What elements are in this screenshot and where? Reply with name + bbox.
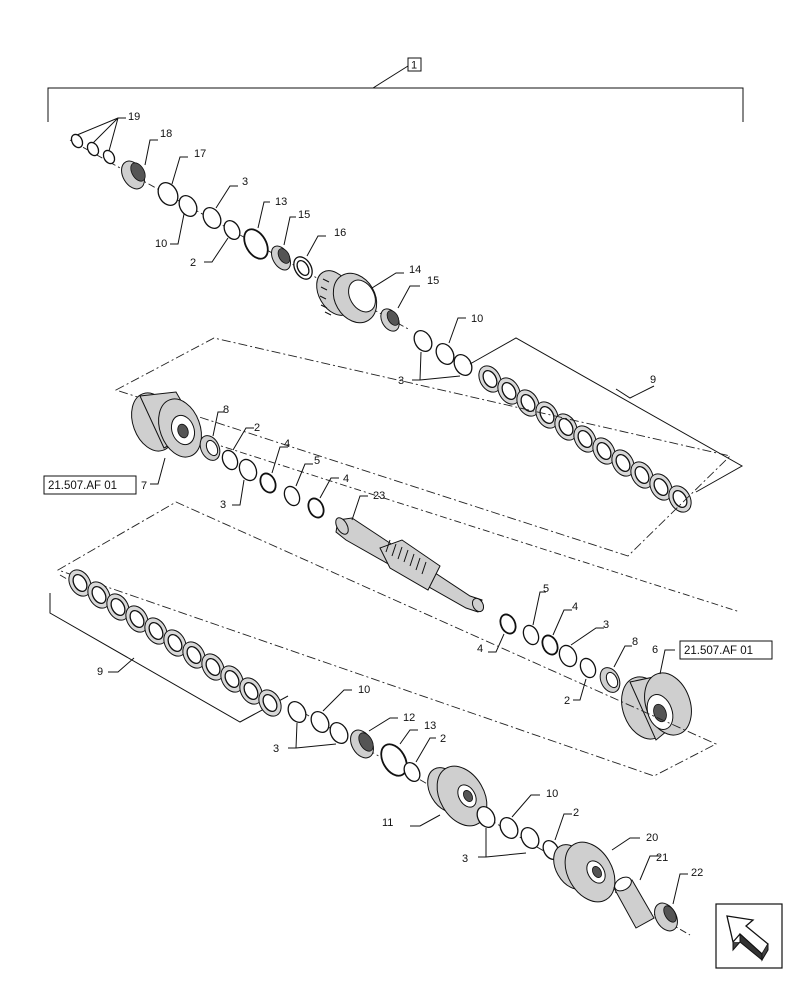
label-2c: 2 <box>564 695 570 707</box>
label-8b: 8 <box>632 636 638 648</box>
clutch-discs-lower <box>68 569 282 717</box>
label-9a: 9 <box>650 374 656 386</box>
label-2b: 2 <box>254 422 260 434</box>
label-2a: 2 <box>190 257 196 269</box>
label-13b: 13 <box>424 720 436 732</box>
label-10b: 10 <box>471 313 483 325</box>
gear-hub-14 <box>316 270 378 324</box>
label-19: 19 <box>128 111 140 123</box>
label-16: 16 <box>334 227 346 239</box>
label-3a: 3 <box>242 176 248 188</box>
clutch-pack-9-upper: 9 <box>469 337 744 513</box>
gear-11 <box>427 765 488 827</box>
gear-20 <box>553 841 616 903</box>
label-22: 22 <box>691 867 703 879</box>
assembly-bracket: 1 <box>47 57 744 122</box>
sleeve-21 <box>613 876 655 929</box>
label-7: 7 <box>141 480 147 492</box>
label-23: 23 <box>373 490 385 502</box>
label-2e: 2 <box>573 807 579 819</box>
label-17: 17 <box>194 148 206 160</box>
label-13a: 13 <box>275 196 287 208</box>
needle-bearing-15 <box>271 245 291 271</box>
label-4d: 4 <box>477 643 483 655</box>
clutch-housing-6 <box>621 672 692 741</box>
bearing-18: 18 <box>121 128 172 190</box>
bottom-group: 10 3 12 13 2 11 10 3 <box>273 684 703 936</box>
subassembly-outline-upper <box>114 337 731 557</box>
label-15a: 15 <box>298 209 310 221</box>
label-1: 1 <box>411 60 417 72</box>
label-14: 14 <box>409 264 421 276</box>
label-12: 12 <box>403 712 415 724</box>
subassembly-outline-lower <box>56 501 718 777</box>
label-4a: 4 <box>284 438 290 450</box>
label-10c: 10 <box>358 684 370 696</box>
top-shaft-group: 19 18 17 10 3 2 13 1 <box>69 111 483 387</box>
middle-group: 7 21.507.AF 01 8 2 3 4 5 4 <box>43 391 773 741</box>
label-5b: 5 <box>543 583 549 595</box>
label-9b: 9 <box>97 666 103 678</box>
reference-right[interactable]: 21.507.AF 01 <box>684 645 753 657</box>
label-3e: 3 <box>273 743 279 755</box>
needle-bearing-12 <box>350 729 374 759</box>
label-2d: 2 <box>440 733 446 745</box>
label-4b: 4 <box>343 473 349 485</box>
clutch-housing-7 <box>131 391 202 458</box>
label-4c: 4 <box>572 601 578 613</box>
reference-box-right[interactable]: 21.507.AF 01 <box>679 640 773 660</box>
bearing-22 <box>654 902 678 932</box>
label-3c: 3 <box>220 499 226 511</box>
clutch-pack-9-lower: 9 <box>49 569 289 723</box>
label-5a: 5 <box>314 455 320 467</box>
label-8a: 8 <box>223 404 229 416</box>
main-shaft-23 <box>335 517 485 613</box>
label-3d: 3 <box>603 619 609 631</box>
label-11: 11 <box>382 817 393 829</box>
clutch-discs-upper <box>478 365 692 513</box>
label-6: 6 <box>652 644 658 656</box>
label-10a: 10 <box>155 238 167 250</box>
label-21: 21 <box>656 852 668 864</box>
label-18: 18 <box>160 128 172 140</box>
reference-left[interactable]: 21.507.AF 01 <box>48 480 117 492</box>
label-15b: 15 <box>427 275 439 287</box>
snap-rings-19: 19 <box>70 111 140 165</box>
next-page-arrow-icon[interactable] <box>715 903 783 969</box>
label-20: 20 <box>646 832 658 844</box>
label-3f: 3 <box>462 853 468 865</box>
reference-box-left[interactable]: 21.507.AF 01 <box>43 475 137 495</box>
label-10d: 10 <box>546 788 558 800</box>
